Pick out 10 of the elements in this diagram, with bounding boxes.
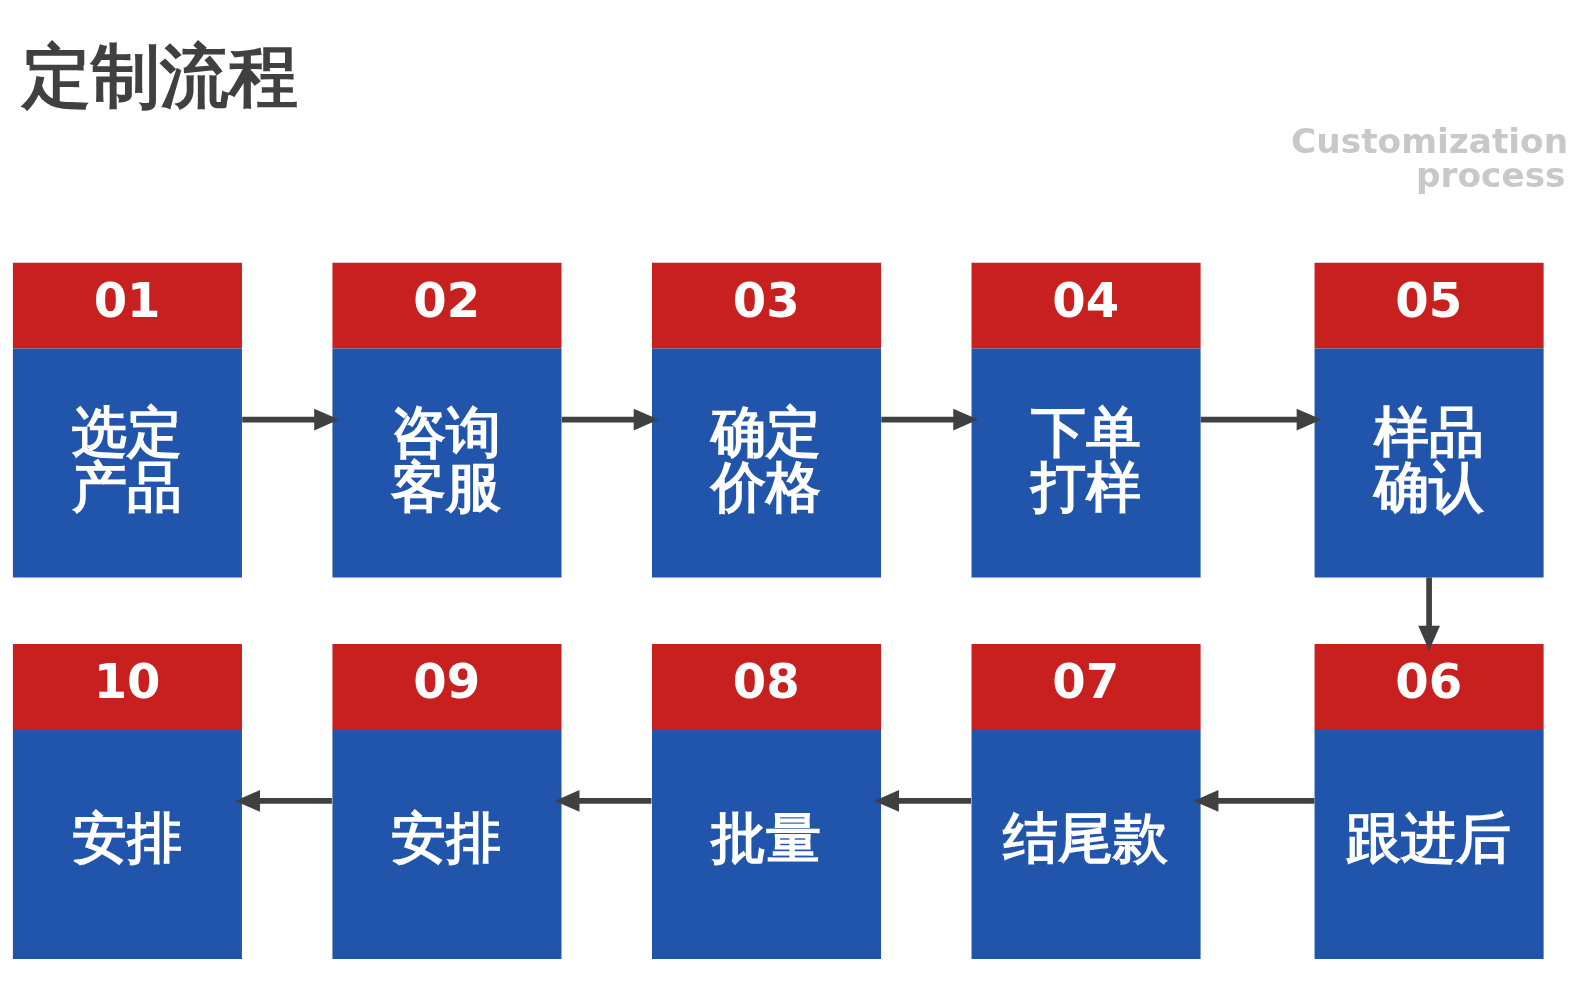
arrow bbox=[235, 790, 332, 812]
arrow bbox=[1200, 408, 1322, 431]
arrow bbox=[1193, 790, 1315, 812]
arrow bbox=[874, 790, 971, 812]
arrow bbox=[554, 790, 652, 812]
arrow bbox=[561, 408, 659, 431]
arrow bbox=[1418, 577, 1440, 651]
arrow bbox=[242, 408, 340, 431]
arrow bbox=[881, 408, 979, 431]
diagram-title: 定制流程 bbox=[22, 35, 299, 116]
